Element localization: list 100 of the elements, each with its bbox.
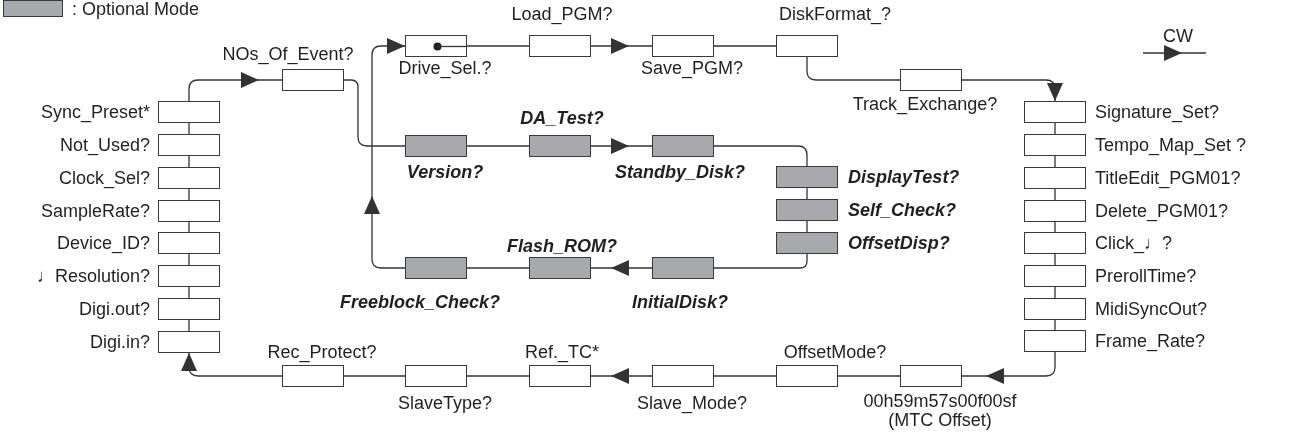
arrow [590,368,653,384]
menu-label: TitleEdit_PGM01? [1095,168,1241,188]
arrow [590,38,653,54]
menu-label: Frame_Rate? [1095,331,1206,351]
menu-label: DA_Test? [520,108,604,128]
menu-label: NOs_Of_Event? [222,44,354,64]
connector-line [466,375,530,377]
menu-label: DisplayTest? [848,167,960,187]
menu-box [652,365,714,387]
arrow [961,79,1063,102]
menu-label: OffsetDisp? [848,233,950,253]
menu-box [282,69,344,91]
menu-label: DiskFormat_? [779,4,891,24]
menu-box [158,298,220,320]
menu-box [282,365,344,387]
menu-box [158,331,220,353]
menu-box [776,199,838,221]
menu-box [1024,167,1086,189]
menu-label: SlaveType? [397,393,493,413]
menu-label: ♩Resolution? [36,266,150,286]
menu-box [529,257,591,279]
menu-box [405,257,467,279]
legend-label: : Optional Mode [72,0,200,19]
connector-line [343,375,406,377]
menu-box [1024,232,1086,254]
menu-label: Click_♩? [1095,233,1173,253]
arrow [590,138,653,154]
connector-line [188,253,190,266]
menu-label: Digi.out? [78,299,150,319]
menu-box [776,166,838,188]
menu-box [1024,200,1086,222]
menu-label: Flash_ROM? [507,236,617,256]
connector-line [1054,319,1056,331]
menu-label: Drive_Sel.? [398,58,492,78]
menu-label: Rec_Protect? [267,342,377,362]
connector-line [1054,155,1056,168]
menu-box [1024,265,1086,287]
menu-label: Ref._TC* [525,342,599,362]
menu-label: OffsetMode? [783,342,887,362]
menu-box [776,232,838,254]
menu-label: Save_PGM? [640,58,744,78]
connector-line [188,286,190,299]
menu-label: Digi.in? [89,332,150,352]
menu-label: Slave_Mode? [636,393,748,413]
menu-box [158,134,220,156]
connector-line [466,267,530,269]
connector-line [188,188,190,201]
connector-line [188,319,190,332]
menu-label: SampleRate? [40,201,150,221]
menu-label: PrerollTime? [1095,266,1197,286]
menu-box [900,69,962,91]
connector-line [806,220,808,233]
menu-box [652,35,714,57]
connector-line [188,155,190,168]
menu-label: Signature_Set? [1095,102,1220,122]
menu-box [652,257,714,279]
menu-box [529,35,591,57]
menu-label: Not_Used? [59,135,150,155]
connector-line [343,79,406,147]
connector-line [188,122,190,135]
menu-label: MidiSyncOut? [1095,299,1208,319]
menu-box [529,365,591,387]
connector-line [713,45,777,47]
connector-line [1054,286,1056,299]
connector-line [1054,253,1056,266]
menu-box [405,35,467,57]
menu-box [1024,101,1086,123]
menu-box [652,135,714,157]
direction-label: CW [1163,26,1193,46]
connector-line [1054,122,1056,135]
arrow [961,351,1056,384]
menu-box [1024,298,1086,320]
arrow [364,38,406,269]
menu-label: (MTC Offset) [888,410,992,430]
menu-box [158,265,220,287]
menu-box [158,101,220,123]
connector-line [837,375,901,377]
menu-label: Self_Check? [848,200,957,220]
menu-box [776,365,838,387]
menu-label: Load_PGM? [511,4,613,24]
connector-line [713,375,777,377]
menu-label: Track_Exchange? [852,94,998,114]
arrow [181,352,283,377]
connector-line [806,56,901,81]
connector-line [188,221,190,233]
menu-label: Delete_PGM01? [1095,201,1229,221]
menu-box [900,365,962,387]
menu-label: Tempo_Map_Set ? [1095,135,1247,155]
arrow [188,72,283,102]
arrow [590,260,653,276]
menu-box [776,35,838,57]
menu-label: Version? [406,162,484,182]
connector-line [713,253,808,269]
menu-label: Freeblock_Check? [339,292,501,312]
menu-box [158,200,220,222]
menu-box [405,135,467,157]
menu-box [1024,134,1086,156]
menu-box [158,167,220,189]
menu-label: 00h59m57s00f00sf [863,391,1017,411]
menu-label: Clock_Sel? [58,168,150,188]
